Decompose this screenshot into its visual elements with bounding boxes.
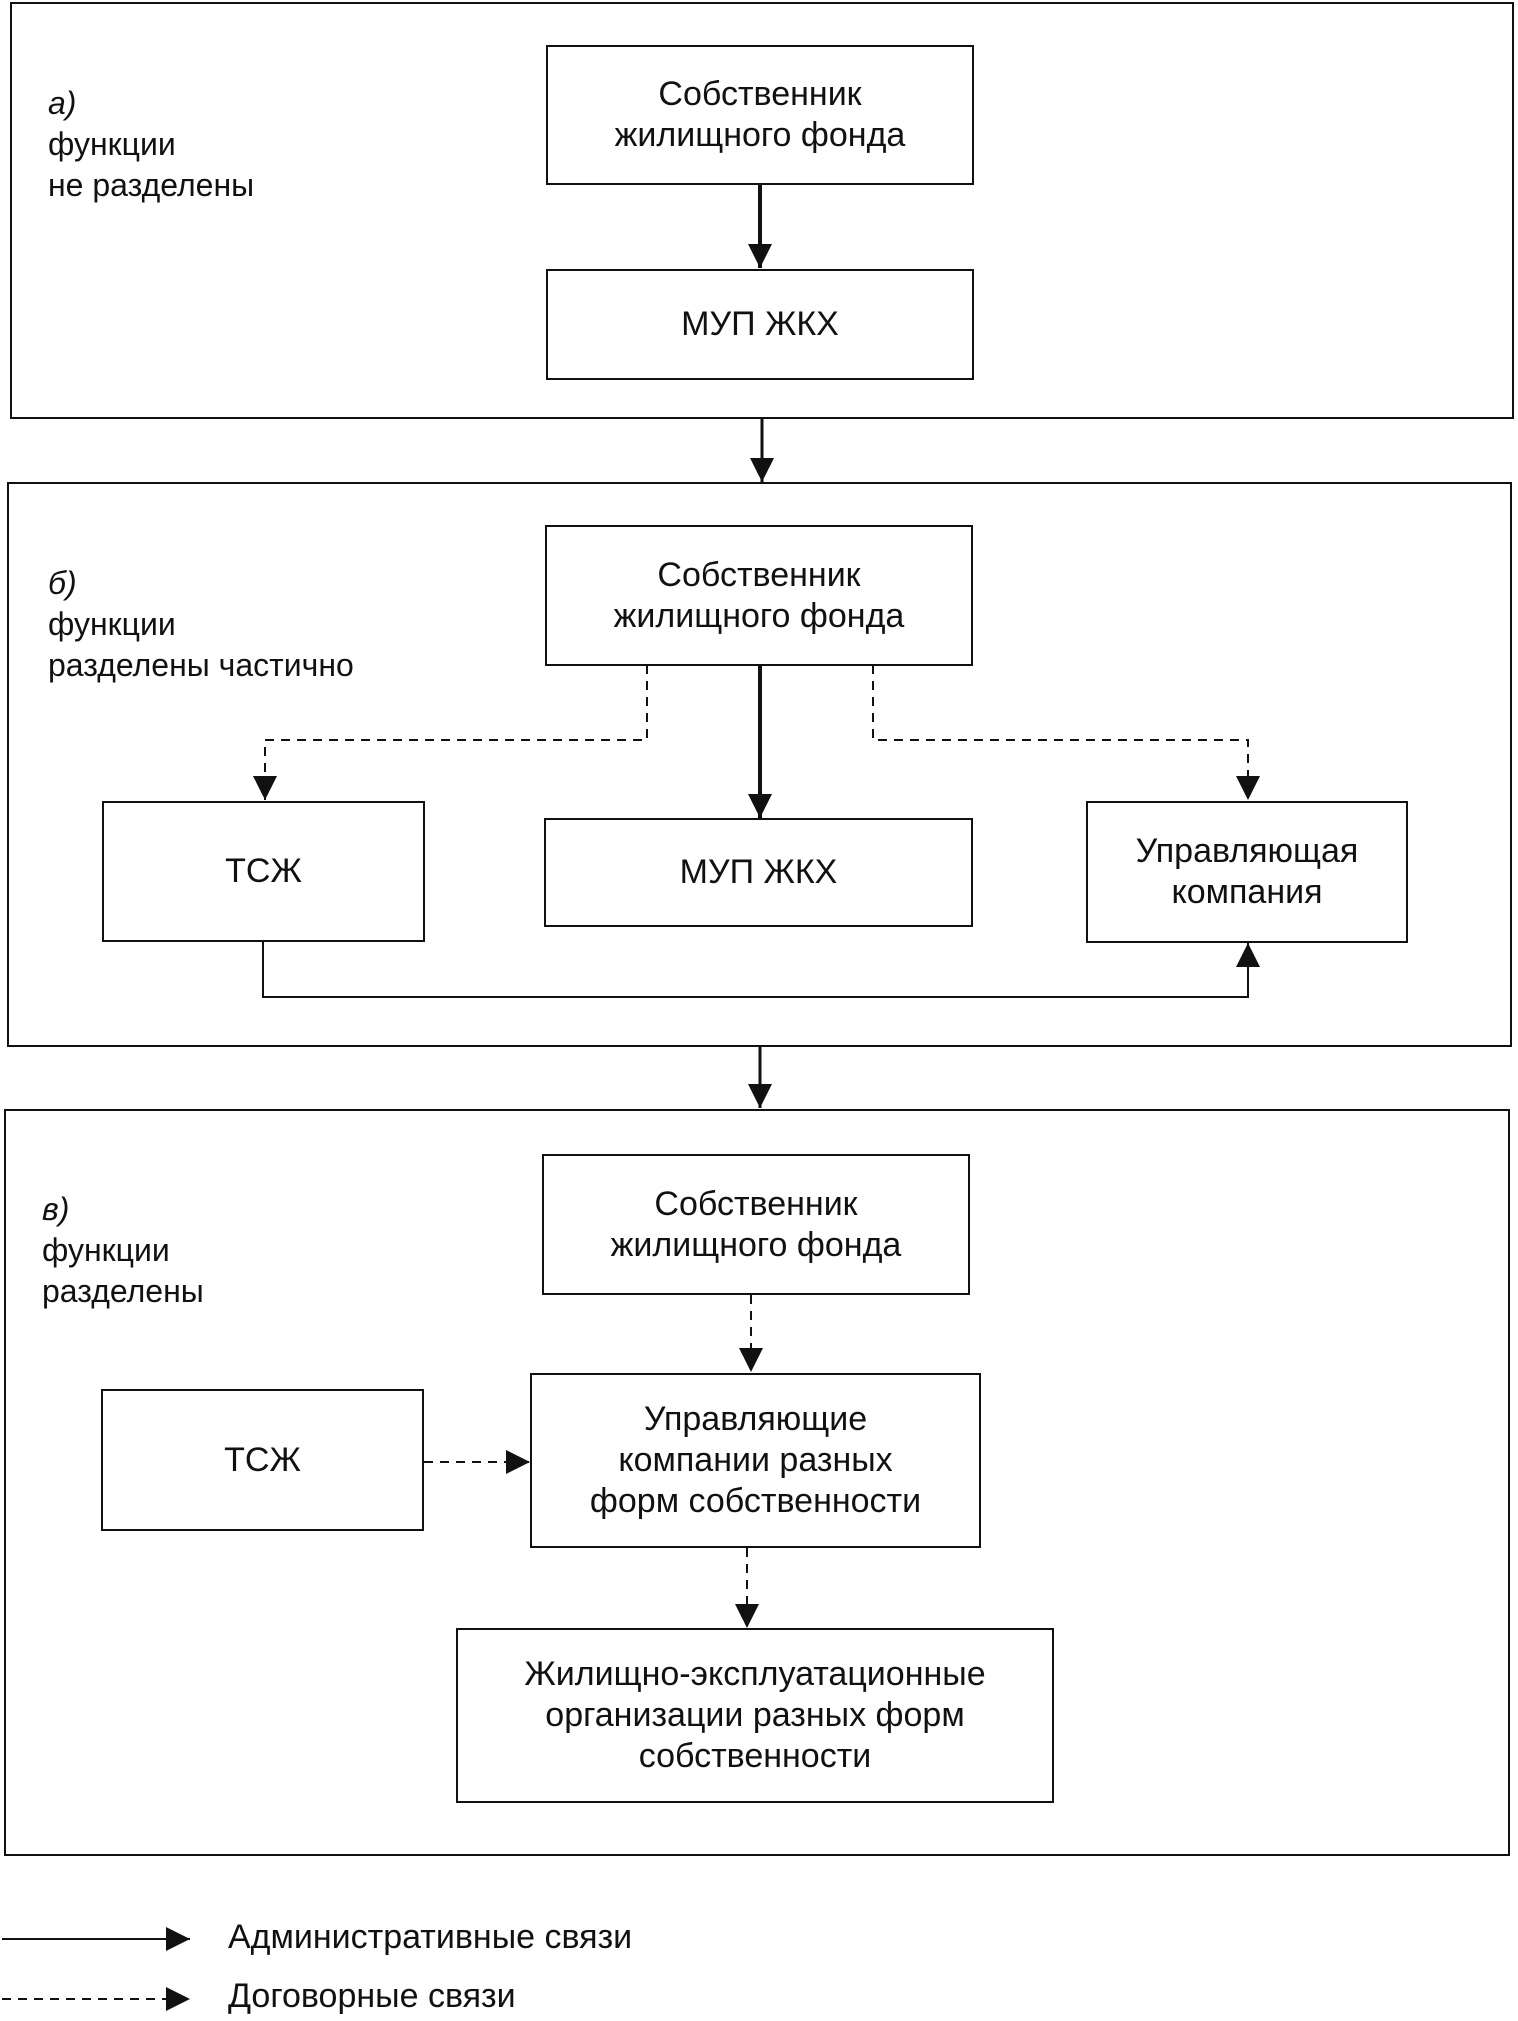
panel-a — [10, 2, 1514, 419]
panel-c-uk-box: Управляющие компании разных форм собстве… — [530, 1373, 981, 1548]
panel-a-label: а) функции не разделены — [48, 42, 254, 206]
panel-c-owner-box: Собственник жилищного фонда — [542, 1154, 970, 1295]
panel-c-tszh-box: ТСЖ — [101, 1389, 424, 1531]
panel-b-owner-box: Собственник жилищного фонда — [545, 525, 973, 666]
panel-c-letter: в) — [42, 1190, 70, 1227]
panel-c-caption: функции разделены — [42, 1231, 204, 1309]
panel-c-zheo-box: Жилищно-эксплуатационные организации раз… — [456, 1628, 1054, 1803]
panel-b-mup-box: МУП ЖКХ — [544, 818, 973, 927]
panel-a-letter: а) — [48, 84, 77, 121]
legend-administrative-label: Административные связи — [228, 1918, 633, 1956]
panel-b — [7, 482, 1512, 1047]
panel-c-label: в) функции разделены — [42, 1148, 204, 1312]
contract-link-b-owner-uk — [872, 665, 1260, 800]
panel-a-caption: функции не разделены — [48, 125, 255, 203]
panel-b-uk-box: Управляющая компания — [1086, 801, 1408, 943]
contract-link-b-owner-tszh — [253, 665, 648, 800]
panel-a-owner-box: Собственник жилищного фонда — [546, 45, 974, 185]
legend-contractual-label: Договорные связи — [228, 1977, 516, 2015]
panel-b-label: б) функции разделены частично — [48, 522, 354, 686]
panel-c — [4, 1109, 1510, 1856]
panel-b-letter: б) — [48, 564, 77, 601]
admin-link-b-tszh-uk — [262, 942, 1260, 998]
panel-b-tszh-box: ТСЖ — [102, 801, 425, 942]
panel-b-caption: функции разделены частично — [48, 605, 354, 683]
panel-a-mup-box: МУП ЖКХ — [546, 269, 974, 380]
